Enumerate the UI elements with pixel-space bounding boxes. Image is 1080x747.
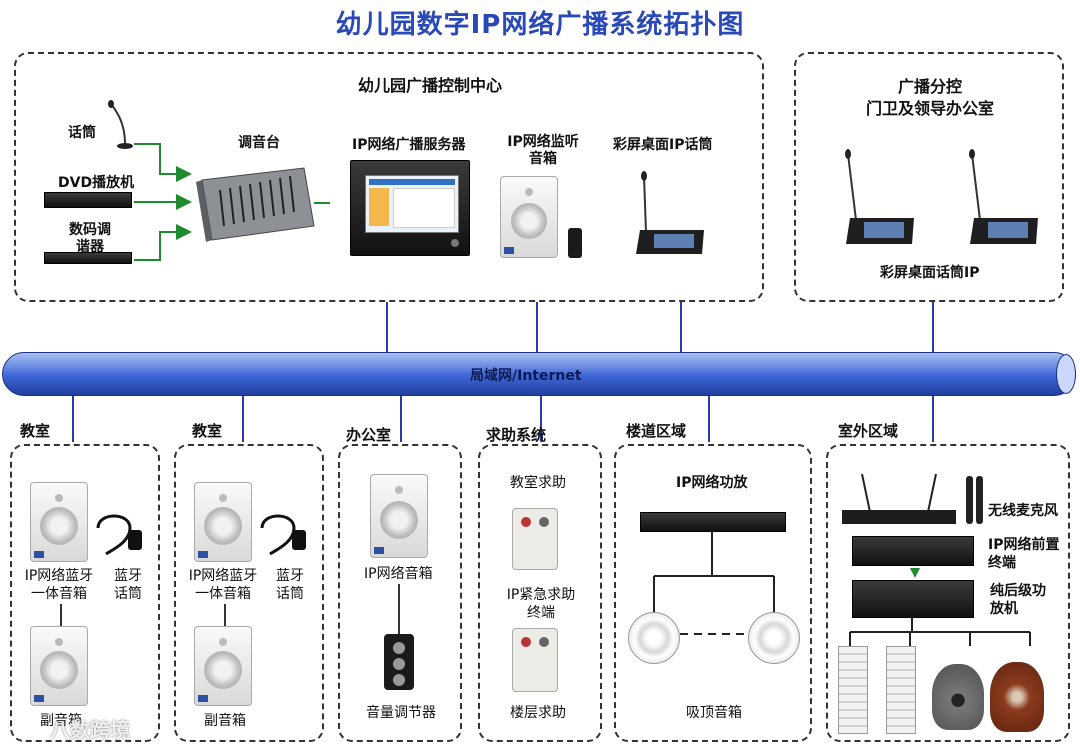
ip-preamp-terminal: [852, 536, 974, 566]
ip-amplifier: [640, 512, 786, 532]
mixer-label: 调音台: [238, 135, 280, 151]
corridor-amp-label: IP网络功放: [676, 475, 748, 491]
branch-control-title: 广播分控 门卫及领导办公室: [865, 77, 994, 118]
monitor-speaker: [500, 176, 558, 258]
classroom2-title: 教室: [192, 422, 223, 440]
tuner-label: 数码调 谐器: [69, 222, 111, 255]
control-center-box: [14, 52, 764, 302]
office-drop: [400, 396, 402, 442]
preamp-label: IP网络前置 终端: [988, 537, 1060, 571]
help-classroom-label: 教室求助: [510, 475, 566, 491]
power-amp-label: 纯后级功 放机: [990, 583, 1046, 617]
preamp-to-amp-arrow: [910, 568, 920, 578]
classroom2-bt-mic-icon: [260, 514, 306, 556]
branch-mic-1-icon: [845, 149, 914, 244]
server-label: IP网络广播服务器: [352, 137, 466, 153]
dvd-label: DVD播放机: [58, 175, 135, 191]
broadcast-server: [350, 160, 470, 256]
classroom1-title: 教室: [20, 422, 51, 440]
classroom1-speaker-label: IP网络蓝牙 一体音箱: [24, 568, 94, 602]
floor-help-button: [512, 628, 558, 692]
classroom2-mic-label: 蓝牙 话筒: [276, 568, 304, 602]
office-title: 办公室: [346, 426, 392, 444]
classroom1-sub-link: [60, 604, 62, 626]
help-terminal-label: IP紧急求助 终端: [506, 587, 576, 621]
classroom2-drop: [242, 396, 244, 442]
ceiling-speaker-2: [748, 612, 800, 664]
desktop-mic-uplink: [680, 302, 682, 354]
office-speaker-label: IP网络音箱: [364, 566, 433, 582]
rock-speaker-grey: [932, 664, 984, 730]
classroom2-sub-speaker: [194, 626, 252, 706]
classroom1-sub-label: 副音箱: [40, 713, 82, 729]
help-drop: [540, 396, 542, 442]
mixer-output-line: [314, 202, 330, 204]
network-pipe: [2, 352, 1076, 396]
outdoor-drop: [932, 396, 934, 442]
classroom2-sub-link: [224, 604, 226, 626]
control-center-title: 幼儿园广播控制中心: [357, 76, 502, 95]
rock-speaker-brown: [990, 662, 1044, 732]
outdoor-speaker-wiring: [849, 618, 1031, 646]
network-label: 局域网/Internet: [470, 368, 582, 384]
column-speaker-1: [838, 646, 868, 734]
corridor-drop: [708, 396, 710, 442]
classroom1-drop: [72, 396, 74, 442]
volume-controller-icon: [384, 634, 414, 690]
classroom1-sub-speaker: [30, 626, 88, 706]
classroom2-box: [174, 444, 324, 742]
column-speaker-2: [886, 646, 916, 734]
corridor-title: 楼道区域: [626, 422, 687, 440]
classroom1-speaker: [30, 482, 88, 562]
office-box: [338, 444, 462, 742]
office-volume-link: [398, 584, 400, 634]
office-speaker: [370, 474, 428, 558]
remote-control-icon: [568, 228, 582, 258]
wireless-receiver-icon: [842, 473, 983, 524]
ceiling-speaker-wiring: [653, 532, 775, 635]
volume-controller-label: 音量调节器: [366, 705, 436, 721]
network-pipe-end: [1056, 354, 1076, 394]
ceiling-speaker-1: [628, 612, 680, 664]
classroom2-speaker: [194, 482, 252, 562]
ceiling-speaker-label: 吸顶音箱: [686, 705, 742, 721]
input-arrows: [134, 143, 192, 261]
server-uplink: [386, 302, 388, 354]
classroom1-mic-label: 蓝牙 话筒: [114, 568, 142, 602]
classroom2-speaker-label: IP网络蓝牙 一体音箱: [188, 568, 258, 602]
mic-label: 话筒: [68, 125, 96, 141]
outdoor-title: 室外区域: [838, 422, 899, 440]
wireless-mic-label: 无线麦克风: [988, 503, 1058, 519]
branch-uplink: [932, 302, 934, 354]
power-amplifier: [852, 580, 974, 618]
help-box: [478, 444, 602, 742]
diagram-title: 幼儿园数字IP网络广播系统拓扑图: [335, 10, 745, 40]
help-title: 求助系统: [486, 426, 547, 444]
branch-device-label: 彩屏桌面话筒IP: [880, 265, 980, 281]
desktop-ip-mic-icon: [636, 171, 704, 254]
classroom1-box: [10, 444, 160, 742]
mixer-console-icon: [196, 167, 315, 242]
server-screen: [365, 175, 459, 233]
gooseneck-mic-icon: [108, 100, 133, 149]
monitor-uplink: [536, 302, 538, 354]
classroom2-sub-label: 副音箱: [204, 713, 246, 729]
classroom1-bt-mic-icon: [96, 514, 142, 556]
branch-mic-2-icon: [969, 149, 1038, 244]
classroom-help-button: [512, 508, 558, 570]
corridor-box: [614, 444, 812, 742]
desktop-mic-label: 彩屏桌面IP话筒: [613, 137, 713, 153]
help-floor-label: 楼层求助: [510, 705, 566, 721]
watermark: 八数跨境: [50, 718, 130, 742]
outdoor-box: [826, 444, 1070, 742]
dvd-player: [44, 192, 132, 208]
digital-tuner: [44, 252, 132, 264]
monitor-speaker-label: IP网络监听 音箱: [507, 134, 579, 167]
branch-control-box: [794, 52, 1064, 302]
